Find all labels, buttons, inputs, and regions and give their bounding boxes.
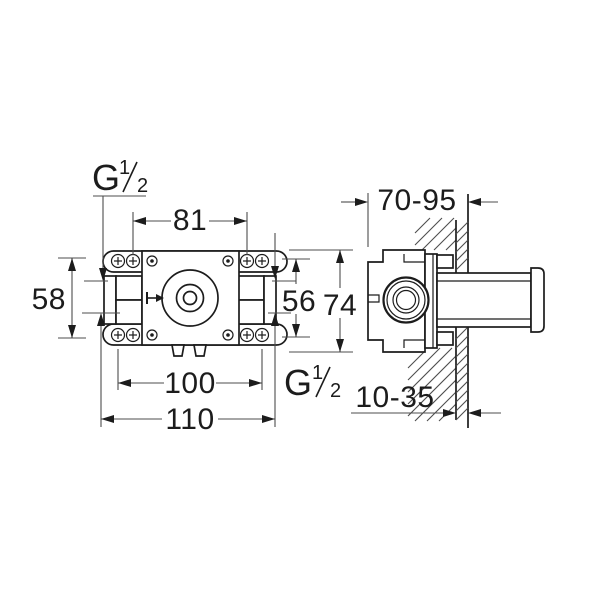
dim-top-screw-spacing: 81 [132,204,248,255]
installation-depth-value: 70-95 [377,184,456,217]
wall-section [455,194,469,428]
left-port-pointers [82,280,120,427]
right-union-block [237,275,277,325]
thread-label-top-left: G 1 2 [92,157,148,281]
thread-numerator: 1 [119,157,130,179]
left-union-block [103,275,143,325]
front-view: 81 G 1 2 58 [32,157,357,436]
overall-width-value: 110 [165,403,214,436]
thread-label-bottom-right: G 1 2 [284,362,341,403]
valve-body-circles [161,269,219,327]
bottom-tabs [170,344,208,357]
inner-height-value: 56 [282,285,316,318]
thread-letter: G [92,157,120,198]
thread-letter: G [284,362,312,403]
right-port-pointers [268,233,296,427]
top-screw-spacing-value: 81 [173,204,207,237]
flow-direction-icon [146,292,164,304]
dim-wall-finish-thickness: 10-35 [351,381,501,417]
dim-bottom-screw-spacing: 100 [117,349,263,400]
dim-outer-height: 74 [289,249,357,353]
dim-overall-width: 110 [101,403,275,436]
wall-hatch-pattern [407,217,457,422]
left-height-value: 58 [32,283,66,316]
sleeve-end-cap [530,267,545,333]
dim-left-height: 58 [32,257,86,339]
wall-finish-thickness-value: 10-35 [355,381,434,414]
thread-denominator: 2 [137,175,148,197]
dim-inner-height: 56 [282,258,316,338]
bottom-screw-spacing-value: 100 [164,367,216,400]
side-view: 70-95 10-35 [341,184,545,428]
valve-seat-outer-ring [382,276,430,324]
rough-in-box-body [367,249,454,353]
protection-sleeve [436,267,545,333]
outer-height-value: 74 [323,289,357,322]
thread-denominator: 2 [330,380,341,402]
dim-installation-depth: 70-95 [341,184,498,247]
fixing-hole-icons [146,255,234,341]
thread-numerator: 1 [312,362,323,384]
mounting-screw-icons [110,253,270,343]
